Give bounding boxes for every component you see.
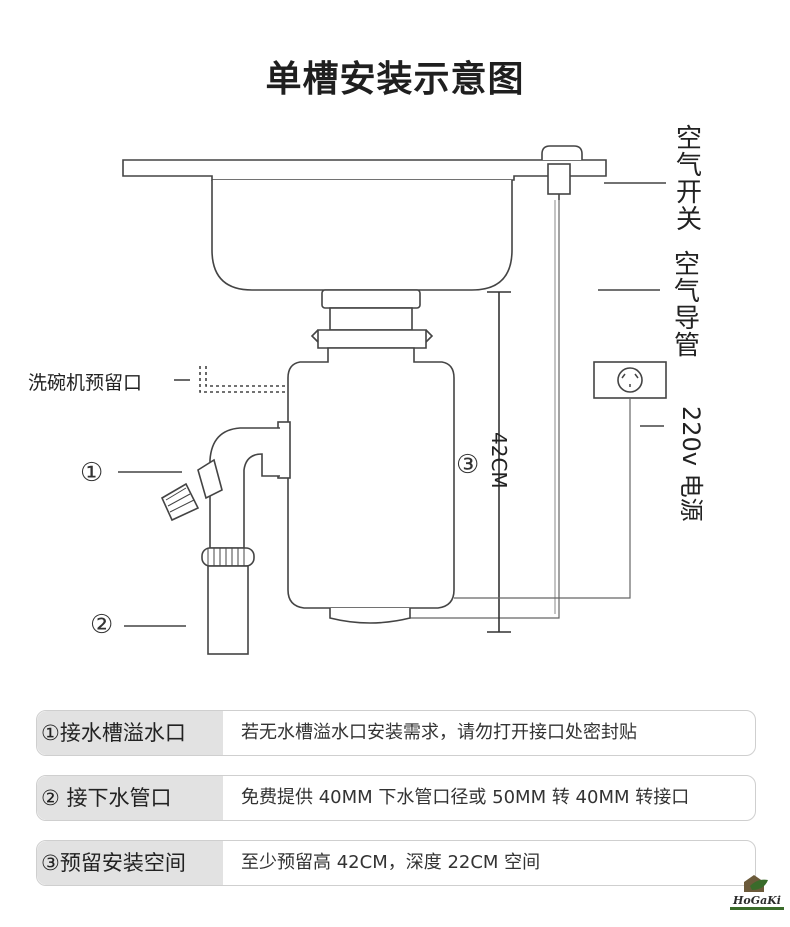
- power-label: 220v 电源: [677, 406, 705, 522]
- info-tag: ①接水槽溢水口: [37, 711, 223, 755]
- flange-top: [321, 289, 421, 309]
- dishwasher-port: [199, 366, 288, 393]
- sink-rim: [122, 159, 607, 181]
- air-switch-button: [541, 145, 583, 160]
- air-switch-label: 空气开关: [675, 124, 702, 235]
- info-text: 若无水槽溢水口安装需求，请勿打开接口处密封贴: [241, 722, 637, 743]
- disposer-body: [287, 347, 455, 609]
- logo-text: HoGaKi: [733, 894, 781, 907]
- brand-logo: HoGaKi: [728, 872, 786, 912]
- marker-2: ②: [90, 610, 114, 640]
- info-text: 至少预留高 42CM，深度 22CM 空间: [241, 852, 541, 873]
- height-marker: ③: [456, 450, 480, 480]
- power-cable: [454, 398, 631, 599]
- height-value-label: 42CM: [487, 432, 511, 489]
- installation-diagram: [118, 145, 667, 655]
- info-tag: ③预留安装空间: [37, 841, 223, 885]
- logo-underline: [730, 907, 784, 910]
- house-leaf-icon: [744, 875, 768, 892]
- info-tag: ② 接下水管口: [37, 776, 223, 820]
- marker-1: ①: [80, 458, 104, 488]
- info-row-space: ③预留安装空间 至少预留高 42CM，深度 22CM 空间: [36, 840, 756, 886]
- sink-bowl: [211, 180, 513, 291]
- pipe-coupling: [201, 547, 255, 567]
- air-switch-body: [547, 163, 571, 195]
- info-text: 免费提供 40MM 下水管口径或 50MM 转 40MM 转接口: [241, 787, 690, 808]
- page-title: 单槽安装示意图: [265, 59, 525, 100]
- dishwasher-port-label: 洗碗机预留口: [28, 372, 143, 394]
- down-pipe: [207, 565, 249, 655]
- info-row-drain: ② 接下水管口 免费提供 40MM 下水管口径或 50MM 转 40MM 转接口: [36, 775, 756, 821]
- air-tube-label: 空气导管: [673, 250, 700, 361]
- info-row-overflow: ①接水槽溢水口 若无水槽溢水口安装需求，请勿打开接口处密封贴: [36, 710, 756, 756]
- air-tube: [400, 200, 560, 619]
